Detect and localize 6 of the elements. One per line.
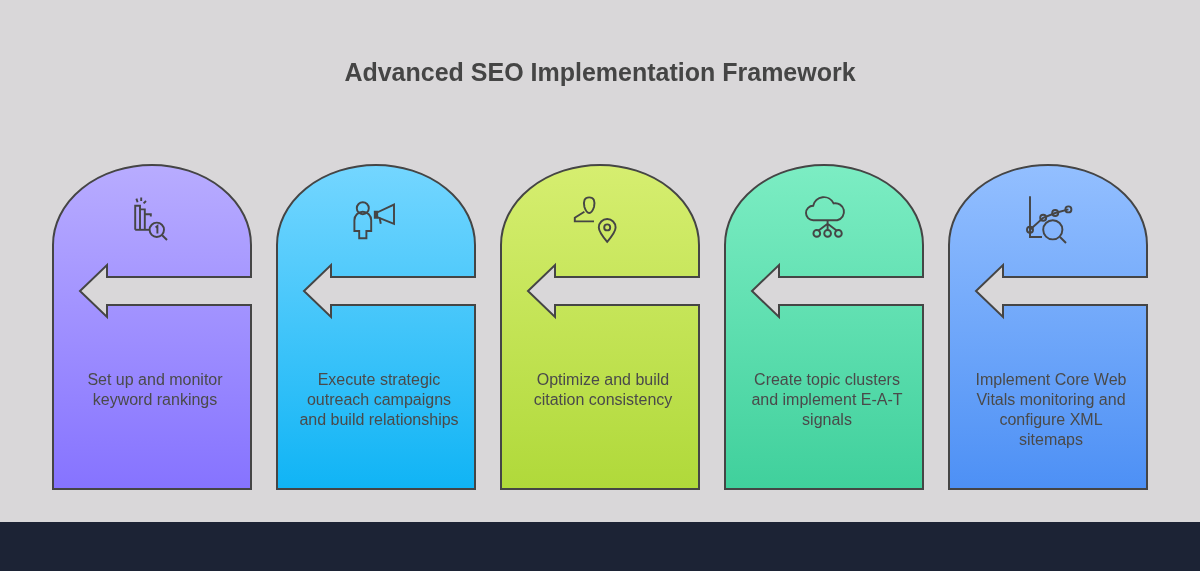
step-text: Set up and monitor keyword rankings: [86, 370, 224, 410]
step-text: Optimize and build citation consistency: [532, 370, 674, 410]
step-text: Implement Core Web Vitals monitoring and configure XML sitemaps: [974, 370, 1128, 450]
step-text: Execute strategic outreach campaigns and build relationships: [299, 370, 459, 430]
step-text: Create topic clusters and implement E-A-T signals: [750, 370, 904, 430]
diagram-title: Advanced SEO Implementation Framework: [343, 58, 857, 87]
